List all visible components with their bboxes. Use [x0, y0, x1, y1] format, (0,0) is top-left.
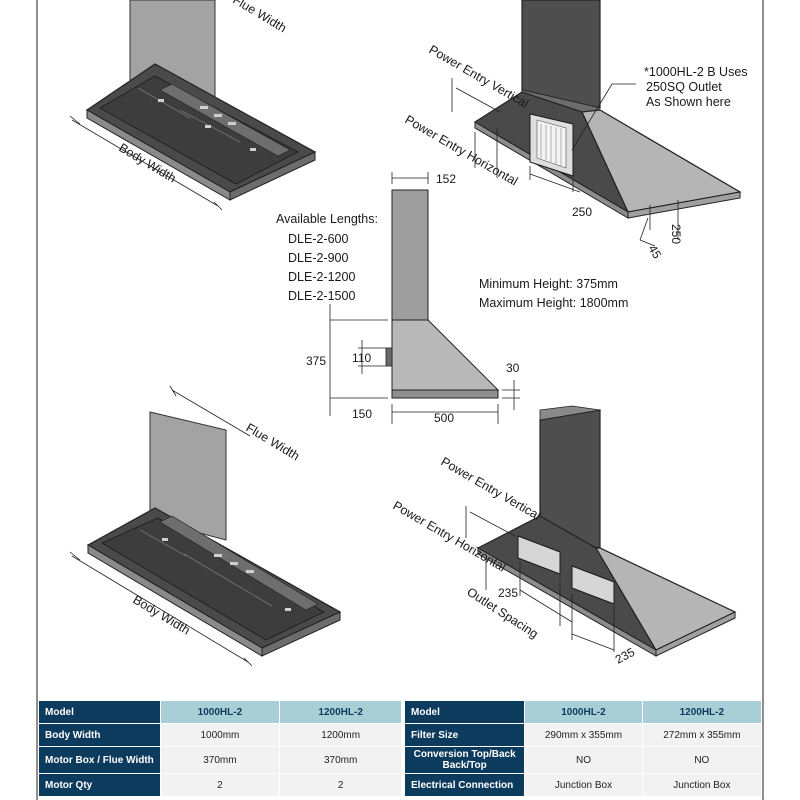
hood-bottom-left — [86, 411, 342, 657]
table-row: Motor Qty 2 2 — [38, 773, 402, 797]
spec-left-row-value: 370mm — [159, 746, 281, 774]
spec-right-row-value: NO — [524, 746, 643, 774]
dim-body-width-bottom — [69, 385, 253, 667]
length-item-600: DLE-2-600 — [288, 232, 348, 246]
spec-left-header-1200: 1200HL-2 — [279, 700, 402, 724]
spec-left-row-value: 2 — [279, 773, 402, 797]
dim-30: 30 — [506, 361, 520, 375]
table-row: Body Width 1000mm 1200mm — [38, 723, 402, 747]
spec-right-row-value: Junction Box — [524, 773, 643, 797]
dim-250-a: 250 — [572, 205, 592, 219]
label-flue-width-bottom: Flue Width — [243, 421, 301, 464]
spec-left-header-model: Model — [38, 700, 161, 724]
dim-45: 45 — [645, 243, 664, 262]
hood-bottom-right — [476, 405, 737, 657]
spec-right-row-value: 272mm x 355mm — [641, 723, 763, 747]
spec-left-row-value: 370mm — [279, 746, 402, 774]
spec-left-row-value: 1000mm — [159, 723, 281, 747]
spec-right-header-model: Model — [403, 700, 526, 724]
dim-375: 375 — [306, 354, 326, 368]
spec-left-row-label: Motor Box / Flue Width — [38, 746, 161, 774]
dim-152: 152 — [436, 172, 456, 186]
spec-left-header-row: Model 1000HL-2 1200HL-2 — [38, 700, 402, 724]
hood-top-left — [85, 0, 317, 201]
spec-right-header-1000: 1000HL-2 — [524, 700, 643, 724]
spec-left-row-label: Motor Qty — [38, 773, 161, 797]
label-flue-width: Flue Width — [230, 0, 288, 35]
dim-235-a: 235 — [498, 586, 518, 600]
available-lengths-title: Available Lengths: — [276, 212, 378, 226]
max-height-text: Maximum Height: 1800mm — [479, 296, 628, 310]
spec-left-row-value: 2 — [159, 773, 281, 797]
spec-right-row-value: 290mm x 355mm — [524, 723, 643, 747]
table-row: Conversion Top/Back Back/Top NO NO — [403, 746, 763, 774]
dim-235-b: 235 — [613, 645, 638, 667]
length-item-1200: DLE-2-1200 — [288, 270, 355, 284]
spec-table-right: Model 1000HL-2 1200HL-2 Filter Size 290m… — [403, 700, 763, 797]
dims-top-right — [451, 78, 679, 247]
side-view-dims — [329, 172, 520, 424]
note-line-1: *1000HL-2 B Uses — [644, 65, 748, 79]
spec-right-row-label: Filter Size — [403, 723, 526, 747]
dim-500: 500 — [434, 411, 454, 425]
spec-right-row-value: Junction Box — [641, 773, 763, 797]
spec-right-header-row: Model 1000HL-2 1200HL-2 — [403, 700, 763, 724]
spec-right-row-label: Conversion Top/Back Back/Top — [403, 746, 526, 774]
dims-bottom-right — [465, 506, 615, 652]
label-power-entry-vertical-bottom: Power Entry Vertical — [439, 454, 543, 522]
label-power-horizontal-bottom-text: Power Entry Horizontal — [391, 498, 509, 574]
spec-right-row-value: NO — [641, 746, 763, 774]
spec-left-row-label: Body Width — [38, 723, 161, 747]
side-view-profile — [385, 189, 500, 399]
table-row: Motor Box / Flue Width 370mm 370mm — [38, 746, 402, 774]
dim-110: 110 — [352, 351, 371, 365]
table-row: Filter Size 290mm x 355mm 272mm x 355mm — [403, 723, 763, 747]
label-power-vertical-bottom-text: Power Entry Vertical — [439, 454, 543, 522]
spec-table-left: Model 1000HL-2 1200HL-2 Body Width 1000m… — [38, 700, 402, 797]
label-power-entry-horizontal-bottom: Power Entry Horizontal — [391, 498, 509, 574]
min-height-text: Minimum Height: 375mm — [479, 277, 618, 291]
table-row: Electrical Connection Junction Box Junct… — [403, 773, 763, 797]
hood-top-right — [473, 0, 742, 219]
dim-250-b: 250 — [669, 224, 683, 244]
spec-right-row-label: Electrical Connection — [403, 773, 526, 797]
spec-left-header-1000: 1000HL-2 — [159, 700, 281, 724]
dim-150: 150 — [352, 407, 372, 421]
length-item-1500: DLE-2-1500 — [288, 289, 355, 303]
note-line-3: As Shown here — [646, 95, 731, 109]
length-item-900: DLE-2-900 — [288, 251, 348, 265]
note-line-2: 250SQ Outlet — [646, 80, 722, 94]
spec-right-header-1200: 1200HL-2 — [641, 700, 763, 724]
spec-left-row-value: 1200mm — [279, 723, 402, 747]
